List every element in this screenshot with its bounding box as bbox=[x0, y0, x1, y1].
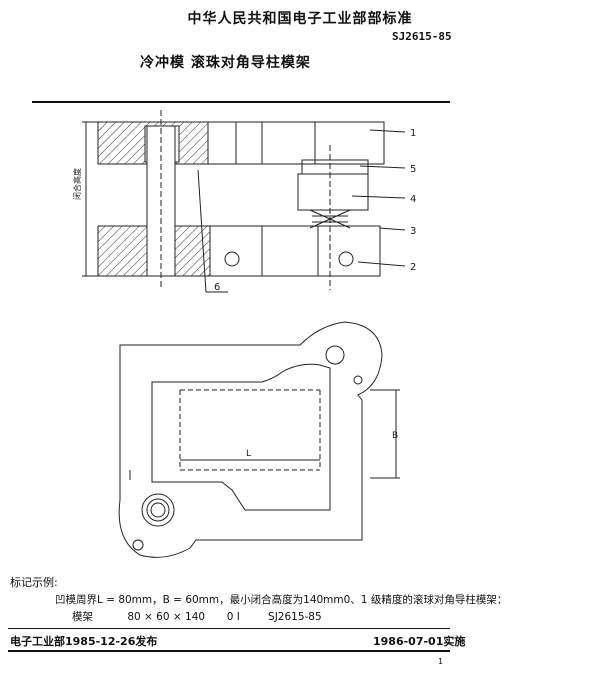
plan-view bbox=[118, 321, 400, 558]
code-name: 模架 bbox=[72, 611, 93, 623]
issued-date: 电子工业部1985-12-26发布 bbox=[10, 635, 158, 648]
callout-2: 2 bbox=[410, 262, 416, 273]
header-rule bbox=[32, 101, 450, 103]
technical-drawing: 1 2 3 4 5 6 闭合高度 B L bbox=[72, 110, 416, 558]
dim-l: L bbox=[246, 449, 251, 459]
marking-code: 模架 80 × 60 × 140 0 Ⅰ SJ2615-85 bbox=[72, 609, 322, 624]
code-dims: 80 × 60 × 140 bbox=[127, 611, 206, 623]
standard-code: SJ2615-85 bbox=[392, 30, 452, 43]
marking-example-label: 标记示例: bbox=[10, 576, 58, 589]
dim-closed-height: 闭合高度 bbox=[72, 168, 82, 200]
page-number: 1 bbox=[438, 657, 444, 666]
callout-4: 4 bbox=[410, 194, 416, 205]
callout-1: 1 bbox=[410, 128, 416, 139]
callout-3: 3 bbox=[410, 226, 416, 237]
footer-bottom-rule bbox=[8, 650, 450, 652]
dim-b: B bbox=[392, 431, 398, 441]
callout-5: 5 bbox=[410, 164, 416, 175]
org-title: 中华人民共和国电子工业部部标准 bbox=[187, 11, 413, 27]
callout-6: 6 bbox=[214, 282, 220, 293]
footer-rule bbox=[8, 628, 450, 629]
document-title: 冷冲模 滚珠对角导柱模架 bbox=[140, 55, 311, 71]
marking-example-text: 凹模周界L = 80mm，B = 60mm，最小闭合高度为140mm0、1 级精… bbox=[55, 594, 508, 606]
code-standard: SJ2615-85 bbox=[268, 611, 322, 623]
section-view bbox=[82, 110, 406, 293]
code-grade: 0 Ⅰ bbox=[226, 611, 240, 623]
effective-date: 1986-07-01实施 bbox=[373, 635, 466, 648]
